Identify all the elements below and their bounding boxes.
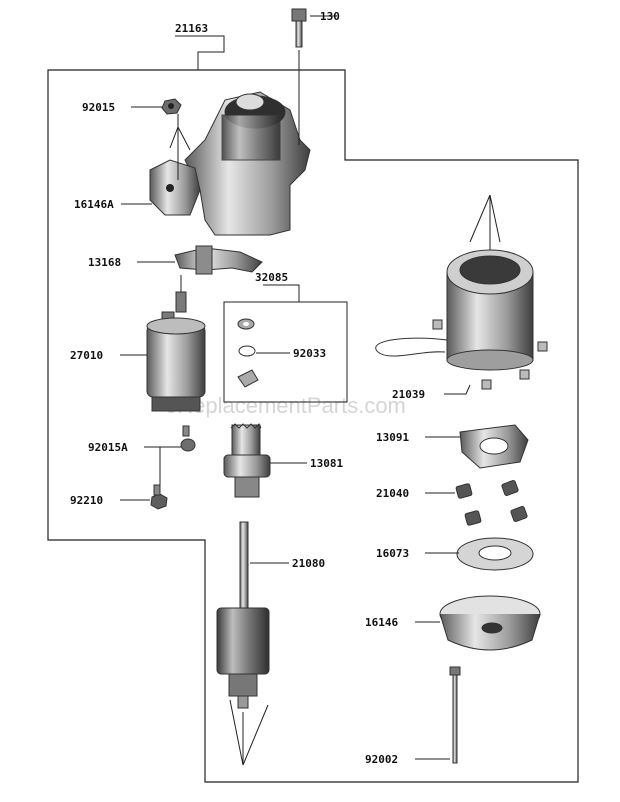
part-13091-brush-holder[interactable] — [459, 424, 529, 469]
label-92210: 92210 — [70, 494, 103, 507]
part-27010-solenoid[interactable] — [146, 291, 206, 412]
label-92015: 92015 — [82, 101, 115, 114]
part-21080-armature[interactable] — [216, 521, 270, 709]
part-13081-pinion[interactable] — [223, 423, 271, 498]
label-13168: 13168 — [88, 256, 121, 269]
label-32085: 32085 — [255, 271, 288, 284]
label-16146: 16146 — [365, 616, 398, 629]
label-13081: 13081 — [310, 457, 343, 470]
part-16146A-bracket[interactable] — [149, 159, 201, 216]
part-21039-yoke[interactable] — [375, 249, 548, 390]
part-21040-springs[interactable] — [455, 480, 528, 526]
assembly-outline-frame — [47, 69, 579, 783]
part-92015A-nut[interactable] — [180, 425, 196, 452]
leader-lines — [120, 15, 501, 766]
label-92033: 92033 — [293, 347, 326, 360]
label-130: 130 — [320, 10, 340, 23]
part-32085-washer-kit[interactable] — [223, 301, 348, 403]
part-13168-lever[interactable] — [174, 245, 263, 275]
label-21080: 21080 — [292, 557, 325, 570]
part-92015-nut[interactable] — [161, 98, 182, 115]
label-16073: 16073 — [376, 547, 409, 560]
label-92015A: 92015A — [88, 441, 128, 454]
label-21163: 21163 — [175, 22, 208, 35]
part-16073-plate[interactable] — [456, 537, 534, 571]
part-130-bolt[interactable] — [291, 8, 307, 48]
part-16146-end-cover[interactable] — [439, 595, 541, 651]
label-27010: 27010 — [70, 349, 103, 362]
part-21163-housing[interactable] — [184, 91, 311, 236]
part-92210-nut[interactable] — [150, 484, 168, 510]
label-92002: 92002 — [365, 753, 398, 766]
label-21040: 21040 — [376, 487, 409, 500]
watermark: eReplacementParts.com — [165, 393, 406, 418]
label-21039: 21039 — [392, 388, 425, 401]
label-16146A: 16146A — [74, 198, 114, 211]
part-92002-through-bolt[interactable] — [449, 666, 461, 764]
label-13091: 13091 — [376, 431, 409, 444]
